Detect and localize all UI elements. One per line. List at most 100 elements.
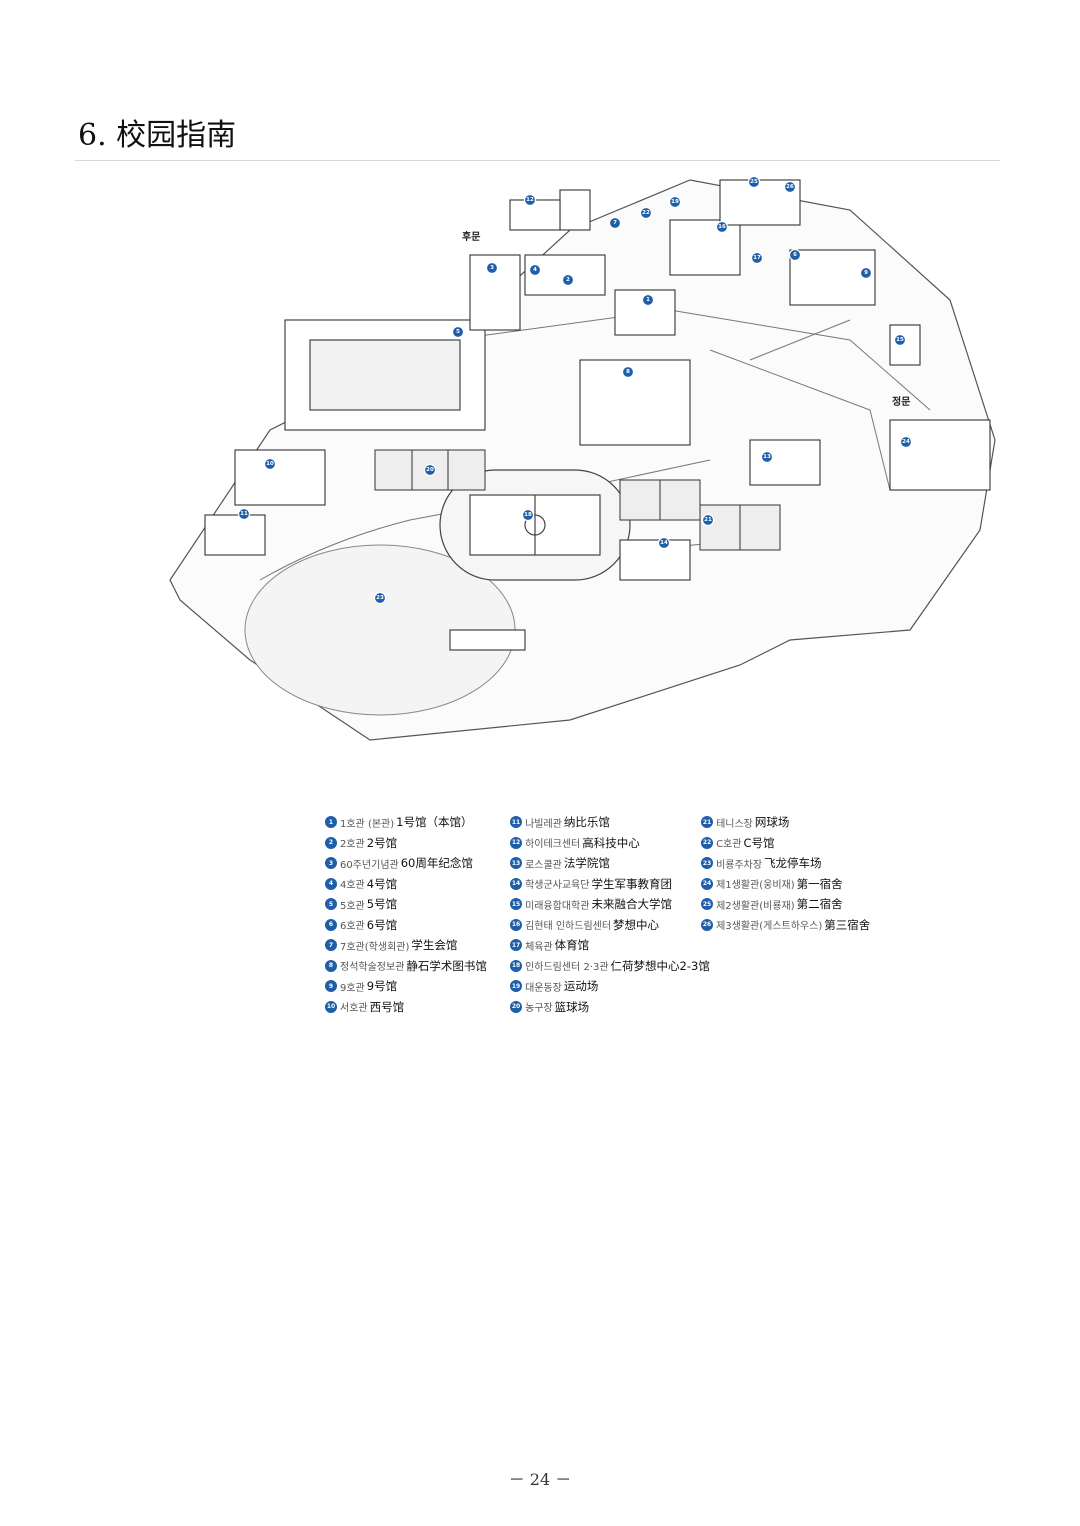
page-number: － 24 － [508,1470,572,1489]
legend-korean-name: 2호관 [340,839,365,851]
legend-chinese-name: 第二宿舍 [796,897,843,912]
legend-number-badge: 18 [510,959,523,972]
legend-korean-name: 7호관(학생회관) [340,941,410,953]
legend-chinese-name: 60周年纪念馆 [400,856,473,871]
title-divider [75,160,1000,161]
svg-text:2: 2 [566,277,570,283]
legend-korean-name: 테니스장 [716,818,753,830]
legend-korean-name: 1호관 (본관) [340,818,395,830]
tennis-courts [619,479,781,551]
svg-text:12: 12 [526,197,534,203]
main-gate-label: 정문 [892,395,910,408]
map-marker-19: 19 [668,195,682,209]
legend-number-badge: 22 [701,836,714,849]
legend-chinese-name: 高科技中心 [582,835,640,850]
svg-text:7: 7 [613,220,617,226]
legend-korean-name: 로스쿨관 [525,859,562,871]
svg-text:21: 21 [704,517,712,523]
legend-number-badge: 23 [701,857,714,870]
svg-text:16: 16 [718,224,726,230]
map-marker-4: 4 [528,263,542,277]
legend-number-badge: 12 [510,836,523,849]
svg-text:17: 17 [753,255,761,261]
legend-korean-name: 서호관 [340,1003,368,1015]
legend-number-badge: 3 [325,857,337,870]
legend-korean-name: 대운동장 [525,982,562,994]
svg-text:10: 10 [266,461,274,467]
svg-text:19: 19 [671,199,679,205]
map-marker-10: 10 [263,457,277,471]
map-marker-6: 6 [788,248,802,262]
svg-text:11: 11 [240,511,248,517]
legend-number-badge: 26 [701,918,714,931]
legend-chinese-name: C号馆 [743,835,775,850]
legend-chinese-name: 纳比乐馆 [563,815,610,830]
legend-chinese-name: 9号馆 [366,979,398,994]
legend-number-badge: 15 [510,898,523,911]
map-marker-1: 1 [641,293,655,307]
legend-chinese-name: 学生会馆 [411,938,458,953]
map-marker-3: 3 [485,261,499,275]
map-marker-8: 8 [621,365,635,379]
map-marker-13: 13 [760,450,774,464]
legend-korean-name: C호관 [716,839,742,851]
legend-chinese-name: 1号馆（本馆） [396,815,473,830]
map-marker-5: 5 [451,325,465,339]
legend-korean-name: 농구장 [525,1003,553,1015]
map-marker-2: 2 [561,273,575,287]
map-marker-9: 9 [859,266,873,280]
legend-chinese-name: 2号馆 [366,835,398,850]
svg-text:26: 26 [786,184,794,190]
legend-korean-name: 나빌레관 [525,818,562,830]
legend-chinese-name: 学生军事教育团 [591,876,672,891]
legend-korean-name: 60주년기념관 [340,859,399,871]
map-marker-7: 7 [608,216,622,230]
legend-korean-name: 제2생활관(비룡재) [716,900,795,912]
legend-number-badge: 5 [325,898,337,911]
svg-text:24: 24 [902,439,910,445]
legend-chinese-name: 西号馆 [369,999,405,1014]
legend-number-badge: 24 [701,877,714,890]
legend-korean-name: 정석학술정보관 [340,962,405,974]
legend-number-badge: 25 [701,898,714,911]
legend-chinese-name: 网球场 [754,815,790,830]
legend-korean-name: 하이테크센터 [525,839,581,851]
svg-text:23: 23 [376,595,384,601]
legend-number-badge: 4 [325,877,337,890]
legend-chinese-name: 4号馆 [366,876,398,891]
legend-number-badge: 2 [325,836,337,849]
svg-text:4: 4 [533,267,537,273]
map-marker-24: 24 [899,435,913,449]
legend-chinese-name: 梦想中心 [613,917,660,932]
legend-number-badge: 16 [510,918,523,931]
legend-korean-name: 제1생활관(웅비재) [716,880,795,892]
svg-text:5: 5 [456,329,460,335]
svg-text:13: 13 [763,454,771,460]
legend-korean-name: 9호관 [340,982,365,994]
section-title: 6. 校园指南 [78,118,237,153]
legend-korean-name: 제3생활관(게스트하우스) [716,921,823,933]
sports-track [439,469,631,581]
legend-number-badge: 20 [510,1000,523,1013]
